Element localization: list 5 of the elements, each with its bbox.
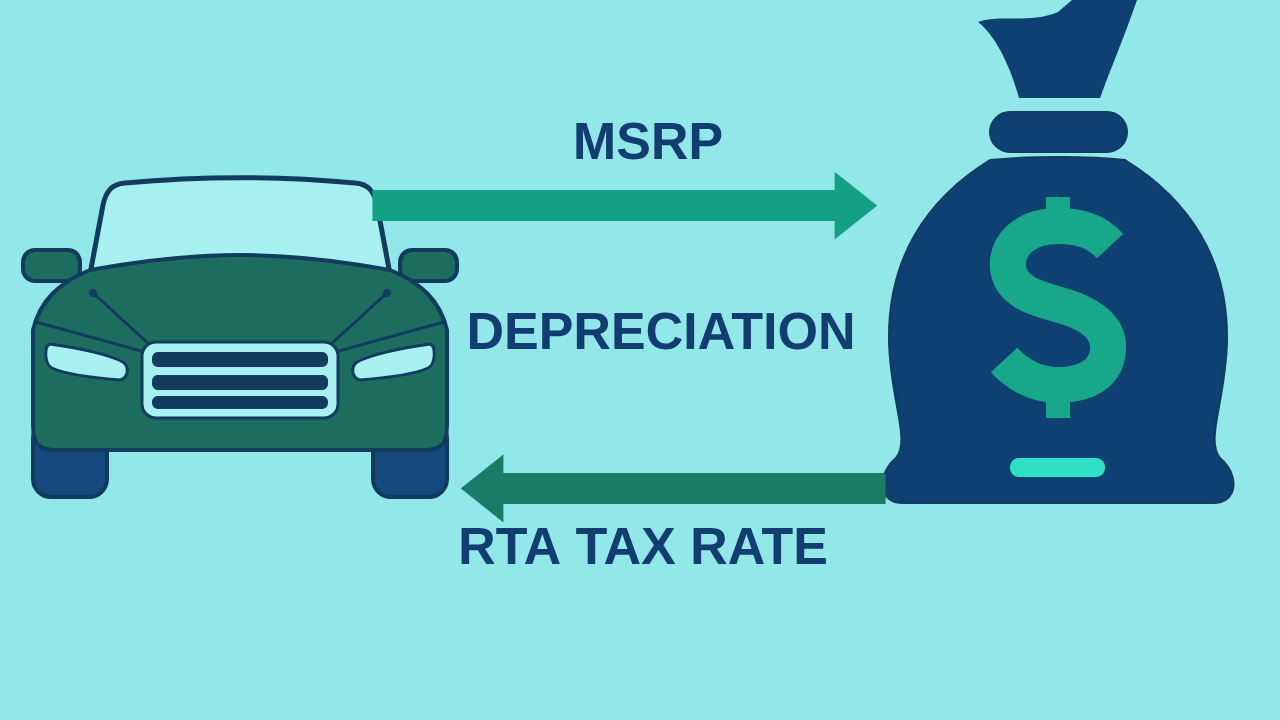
- edge-label: MSRP: [570, 120, 726, 162]
- term-label: DEPRECIATION: [469, 312, 853, 350]
- money-bag-picture: [881, 0, 1235, 504]
- car-picture: [21, 175, 459, 499]
- edge-label: RTA TAX RATE: [456, 526, 830, 566]
